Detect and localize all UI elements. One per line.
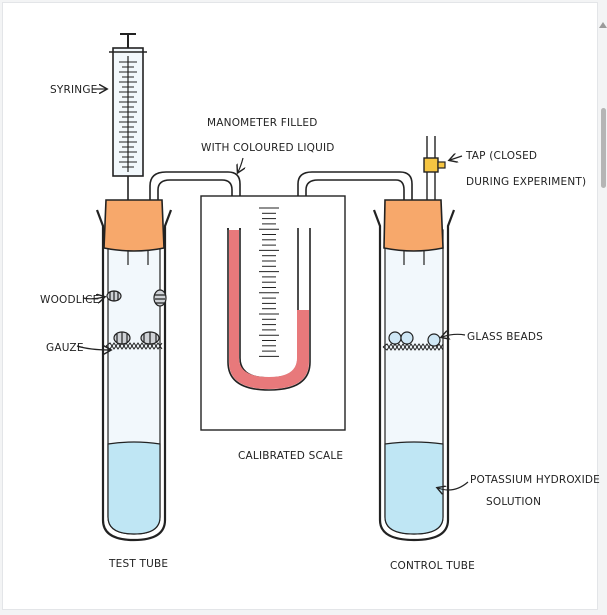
manometer-liquid: [229, 230, 309, 389]
test-tube-solution: [107, 441, 161, 535]
woodlice-arrow-icon: [82, 297, 104, 299]
tap-label-line1: TAP (CLOSED: [465, 150, 537, 162]
glass-beads-arrow-icon: [442, 334, 466, 337]
potassium-arrow-icon: [438, 481, 469, 490]
scrollbar-thumb[interactable]: [601, 108, 606, 188]
manometer-label-line2: WITH COLOURED LIQUID: [201, 142, 335, 154]
test-tube-label: TEST TUBE: [108, 558, 168, 570]
test-tube-gauze: [105, 342, 163, 350]
calibrated-scale-board: [200, 195, 346, 431]
gauze-mesh: [105, 342, 163, 350]
woodlouse-icon: [113, 331, 131, 345]
label-arrows: [76, 89, 469, 490]
woodlouse-icon: [140, 331, 160, 345]
glass-beads-label: GLASS BEADS: [467, 331, 543, 343]
manometer-label-line1: MANOMETER FILLED: [207, 117, 318, 129]
control-tube: [372, 209, 456, 542]
calibrated-scale-label: CALIBRATED SCALE: [238, 450, 343, 462]
gauze-arrow-icon: [76, 346, 110, 350]
scroll-up-arrow-icon[interactable]: [599, 22, 607, 28]
scale-ticks: [259, 207, 279, 357]
tap-label-line2: DURING EXPERIMENT): [466, 176, 586, 188]
tap-arrow-icon: [450, 156, 463, 160]
glass-beads: [388, 331, 441, 347]
tube-pipes: [127, 250, 425, 265]
test-tube: [95, 209, 173, 542]
woodlice-label: WOODLICE: [40, 294, 100, 306]
syringe-label: SYRINGE: [50, 84, 98, 96]
manometer: [227, 228, 311, 391]
potassium-label-line1: POTASSIUM HYDROXIDE: [470, 474, 600, 486]
gauze-label: GAUZE: [46, 342, 84, 354]
woodlouse-icon: [153, 289, 167, 307]
woodlouse-icon: [106, 290, 122, 302]
control-tube-stopper: [383, 199, 444, 252]
tap-icon[interactable]: [423, 136, 446, 200]
potassium-label-line2: SOLUTION: [486, 496, 541, 508]
test-tube-stopper: [103, 199, 165, 252]
syringe: [109, 33, 147, 200]
gauze-mesh: [382, 343, 444, 351]
scrollbar[interactable]: [599, 0, 607, 615]
control-tube-gauze: [382, 343, 444, 351]
control-tube-solution: [384, 441, 444, 535]
manometer-arrow-icon: [238, 157, 243, 172]
control-tube-label: CONTROL TUBE: [390, 560, 475, 572]
connecting-tubing: [149, 171, 413, 228]
